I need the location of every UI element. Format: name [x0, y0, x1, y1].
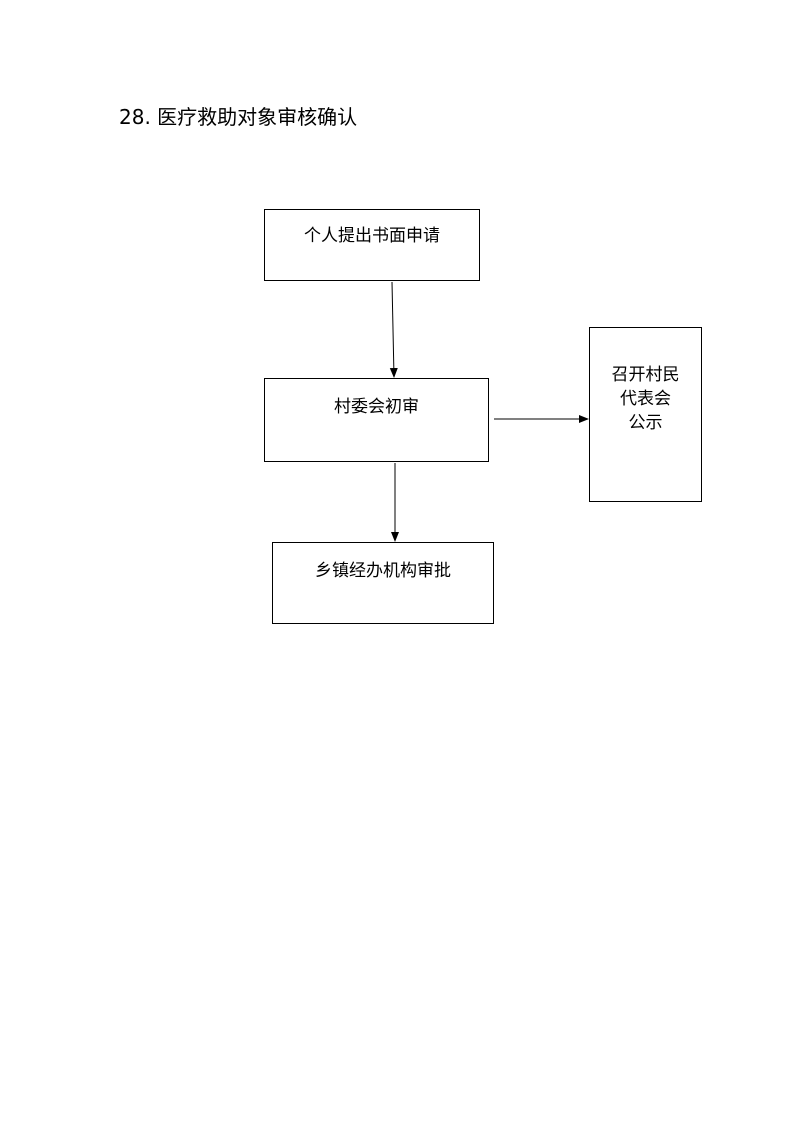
flow-node-publicity-line: 代表会	[620, 389, 671, 409]
flow-node-publicity-line: 公示	[628, 413, 663, 433]
flow-node-village-review-label: 村委会初审	[334, 397, 419, 417]
arrow-apply-to-village	[389, 281, 398, 378]
flow-node-publicity-label: 召开村民 代表会 公示	[590, 328, 701, 435]
flow-node-village-review: 村委会初审	[264, 378, 489, 462]
flow-node-apply: 个人提出书面申请	[264, 209, 480, 281]
flow-node-publicity-line: 召开村民	[611, 365, 680, 385]
flow-node-township-approval: 乡镇经办机构审批	[272, 542, 494, 624]
flow-node-township-approval-label: 乡镇经办机构审批	[315, 561, 451, 581]
flow-node-apply-label: 个人提出书面申请	[304, 226, 440, 246]
flow-node-publicity: 召开村民 代表会 公示	[589, 327, 702, 502]
page-title: 28. 医疗救助对象审核确认	[119, 105, 358, 129]
